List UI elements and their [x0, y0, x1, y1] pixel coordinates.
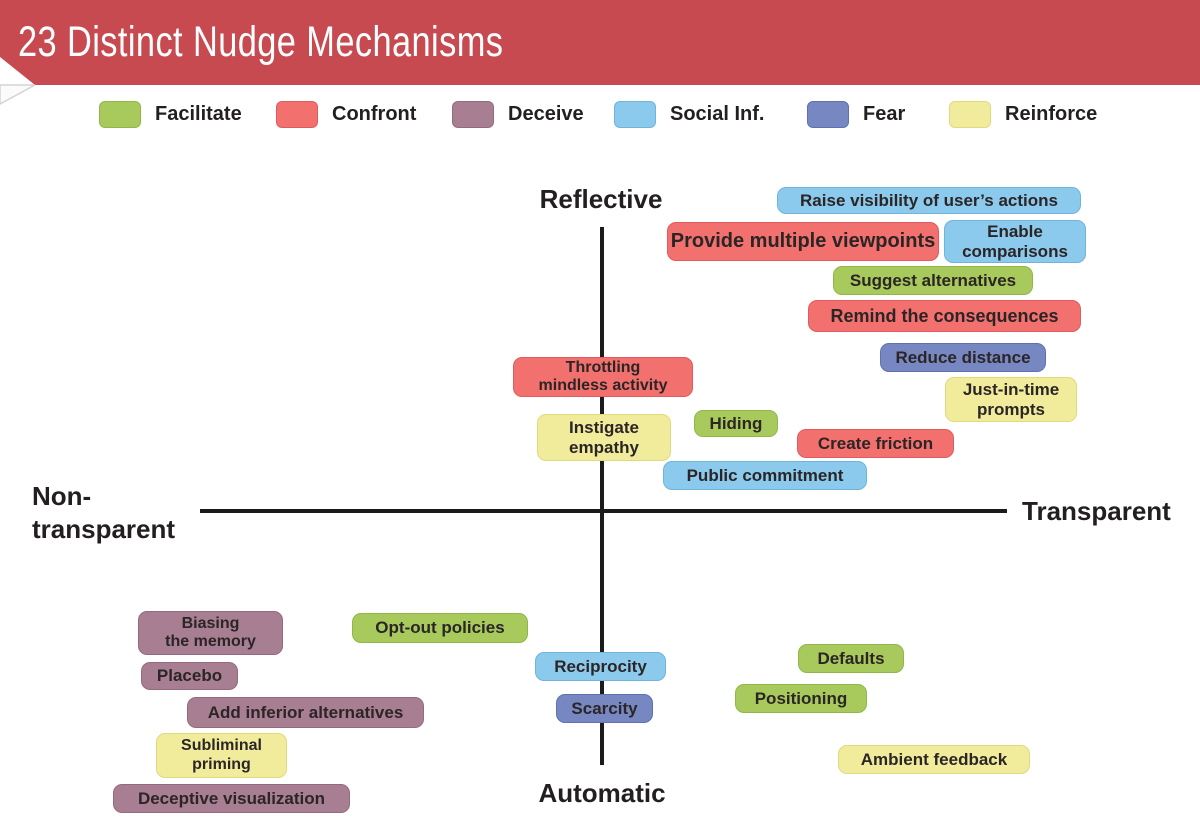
nudge-positioning: Positioning — [735, 684, 867, 713]
nudge-defaults: Defaults — [798, 644, 904, 673]
legend-swatch-icon — [807, 100, 849, 128]
legend-item-label: Deceive — [508, 102, 584, 125]
page-title: 23 Distinct Nudge Mechanisms — [18, 18, 504, 66]
nudge-public-commitment: Public commitment — [663, 461, 867, 490]
legend-item-label: Facilitate — [155, 102, 242, 125]
nudge-instigate-empathy: Instigate empathy — [537, 414, 671, 461]
vertical-axis-line — [600, 227, 604, 765]
nudge-biasing-the-memory: Biasing the memory — [138, 611, 283, 655]
legend-swatch-icon — [452, 100, 494, 128]
legend-item-label: Social Inf. — [670, 102, 765, 125]
nudge-opt-out-policies: Opt-out policies — [352, 613, 528, 643]
legend-swatch-icon — [99, 100, 141, 128]
legend-item-deceive: Deceive — [452, 98, 584, 130]
nudge-add-inferior-alternatives: Add inferior alternatives — [187, 697, 424, 728]
nudge-placebo: Placebo — [141, 662, 238, 690]
legend-item-fear: Fear — [807, 98, 905, 130]
legend-swatch-icon — [276, 100, 318, 128]
legend: Facilitate Confront Deceive Social Inf. Fear… — [0, 98, 1200, 134]
legend-item-label: Reinforce — [1005, 102, 1098, 125]
nudge-reduce-distance: Reduce distance — [880, 343, 1046, 372]
nudge-enable-comparisons: Enable comparisons — [944, 220, 1086, 263]
legend-item-reinforce: Reinforce — [949, 98, 1097, 130]
nudge-throttling-mindless-activity: Throttling mindless activity — [513, 357, 693, 397]
legend-item-social-inf: Social Inf. — [614, 98, 764, 130]
axis-label-transparent: Transparent — [1022, 496, 1171, 526]
nudge-hiding: Hiding — [694, 410, 778, 437]
nudge-deceptive-visualization: Deceptive visualization — [113, 784, 350, 813]
axis-label-non-transparent: Non- transparent — [32, 481, 176, 544]
legend-item-label: Fear — [863, 102, 906, 125]
title-banner: 23 Distinct Nudge Mechanisms — [0, 0, 1200, 85]
nudge-subliminal-priming: Subliminal priming — [156, 733, 287, 778]
nudge-reciprocity: Reciprocity — [535, 652, 666, 681]
axis-label-reflective: Reflective — [539, 184, 663, 214]
nudge-just-in-time-prompts: Just-in-time prompts — [945, 377, 1077, 422]
legend-item-confront: Confront — [276, 98, 416, 130]
banner-fold-icon — [0, 57, 36, 105]
legend-swatch-icon — [614, 100, 656, 128]
legend-item-label: Confront — [332, 102, 417, 125]
legend-swatch-icon — [949, 100, 991, 128]
nudge-suggest-alternatives: Suggest alternatives — [833, 266, 1033, 295]
nudge-ambient-feedback: Ambient feedback — [838, 745, 1030, 774]
nudge-create-friction: Create friction — [797, 429, 954, 458]
legend-item-facilitate: Facilitate — [99, 98, 242, 130]
axis-label-automatic: Automatic — [538, 778, 666, 808]
nudge-remind-the-consequences: Remind the consequences — [808, 300, 1081, 332]
nudge-provide-multiple-viewpoints: Provide multiple viewpoints — [667, 222, 939, 261]
nudge-raise-visibility-of-user-s-actions: Raise visibility of user’s actions — [777, 187, 1081, 214]
nudge-scarcity: Scarcity — [556, 694, 653, 723]
